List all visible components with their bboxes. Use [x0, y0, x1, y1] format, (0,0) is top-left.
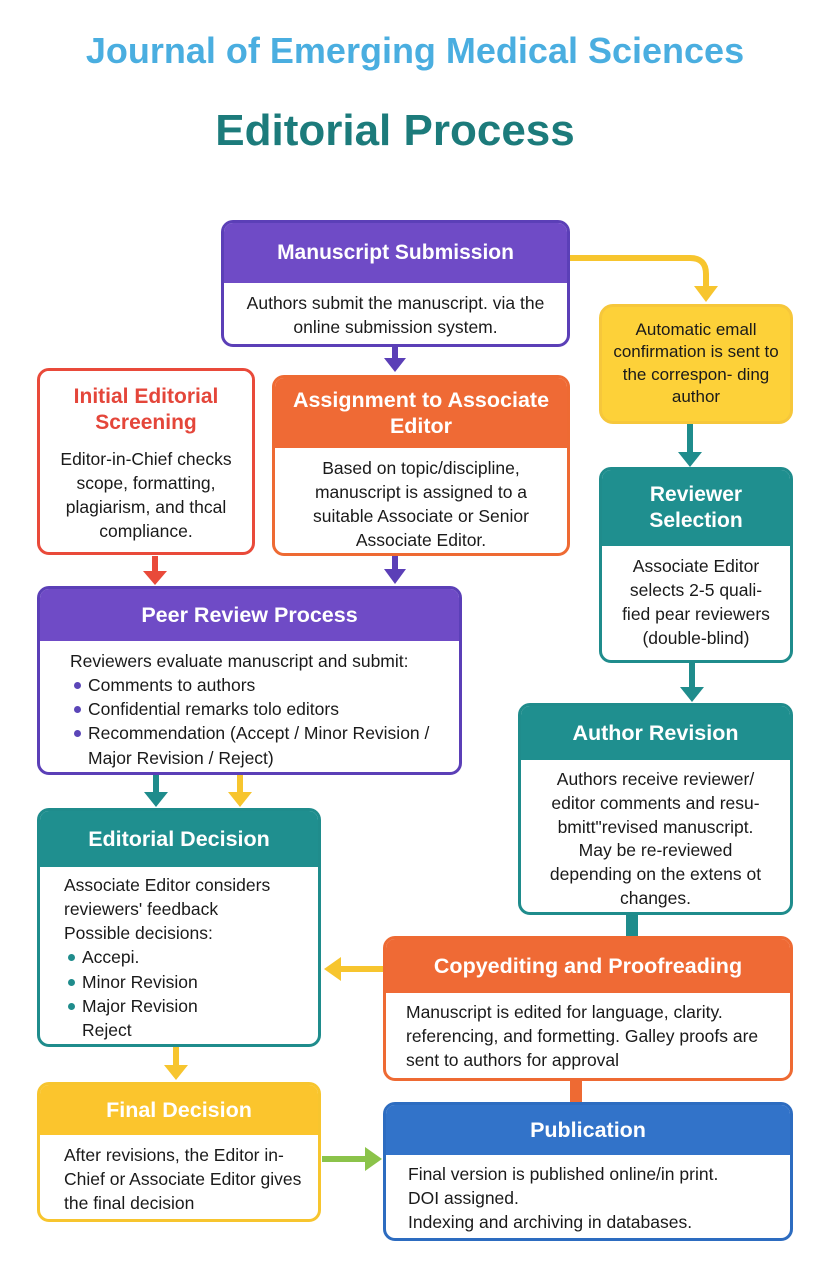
publication-line: DOI assigned.: [408, 1187, 519, 1208]
list-item: Major Revision / Reject): [88, 747, 274, 768]
decision-list: Accepi. Minor Revision Major Revision Re…: [64, 945, 306, 1042]
step-final-decision: Final Decision After revisions, the Edit…: [37, 1082, 321, 1222]
journal-title: Journal of Emerging Medical Sciences: [85, 30, 745, 71]
step-title: Manuscript Submission: [224, 223, 567, 283]
step-description: Editor-in-Chief checks scope, formatting…: [60, 449, 232, 542]
step-title: Copyediting and Proofreading: [386, 939, 790, 993]
arrow-submission-to-email: [570, 255, 709, 290]
step-email-confirmation: Automatic emall confirmation is sent to …: [599, 304, 793, 424]
connector-copyediting-to-publication: [570, 1081, 582, 1103]
list-item: Minor Revision: [64, 970, 306, 994]
step-editorial-decision: Editorial Decision Associate Editor cons…: [37, 808, 321, 1047]
arrow-assignment-to-peer-head: [384, 569, 406, 584]
step-description: Authors submit the manuscript. via the o…: [246, 293, 545, 338]
step-description: Authors receive reviewer/ editor comment…: [549, 769, 762, 908]
step-description: Final version is published online/in pri…: [386, 1155, 790, 1238]
arrow-submission-to-email-head: [694, 286, 718, 302]
step-title: Reviewer Selection: [602, 470, 790, 546]
step-title: Assignment to Associate Editor: [275, 378, 567, 448]
step-initial-screening: Initial Editorial Screening Editor-in-Ch…: [37, 368, 255, 555]
step-title: Final Decision: [40, 1085, 318, 1135]
connector-revision-to-copyediting: [626, 915, 638, 937]
list-item: Confidential remarks tolo editors: [70, 697, 445, 721]
step-assignment: Assignment to Associate Editor Based on …: [272, 375, 570, 556]
arrow-reviewer-to-revision-head: [680, 687, 704, 702]
step-description: Associate Editor selects 2-5 quali- fied…: [622, 556, 770, 649]
step-reviewer-selection: Reviewer Selection Associate Editor sele…: [599, 467, 793, 663]
list-item: Accepi.: [64, 945, 306, 969]
step-description: After revisions, the Editor in-Chief or …: [64, 1145, 302, 1214]
list-item: Reject: [82, 1019, 132, 1040]
list-item: Recommendation (Accept / Minor Revision …: [70, 721, 445, 745]
step-title: Publication: [386, 1105, 790, 1155]
step-author-revision: Author Revision Authors receive reviewer…: [518, 703, 793, 915]
decision-intro: Associate Editor considers reviewers' fe…: [64, 875, 271, 920]
decision-label: Possible decisions:: [64, 923, 213, 944]
step-description: Manuscript is edited for language, clari…: [406, 1002, 759, 1070]
publication-line: Indexing and archiving in databases.: [408, 1211, 693, 1232]
arrow-submission-to-assignment-head: [384, 358, 406, 372]
step-description: Automatic emall confirmation is sent to …: [613, 320, 779, 407]
step-title: Peer Review Process: [40, 589, 459, 641]
step-description: Associate Editor considers reviewers' fe…: [40, 867, 318, 1044]
peer-review-intro: Reviewers evaluate manuscript and submit…: [70, 651, 409, 671]
step-manuscript-submission: Manuscript Submission Authors submit the…: [221, 220, 570, 347]
publication-line: Final version is published online/in pri…: [408, 1164, 719, 1184]
step-description: Reviewers evaluate manuscript and submit…: [40, 641, 459, 772]
peer-review-list: Comments to authors Confidential remarks…: [70, 673, 445, 770]
step-title: Initial Editorial Screening: [40, 371, 252, 443]
page-title: Editorial Process: [215, 106, 575, 155]
arrow-decision-to-final-head: [164, 1065, 188, 1080]
arrow-peer-to-decision-teal-head: [144, 792, 168, 807]
arrow-email-to-reviewer-head: [678, 452, 702, 467]
step-title: Editorial Decision: [40, 811, 318, 867]
step-publication: Publication Final version is published o…: [383, 1102, 793, 1241]
step-description: Based on topic/discipline, manuscript is…: [313, 458, 529, 551]
step-peer-review: Peer Review Process Reviewers evaluate m…: [37, 586, 462, 775]
step-title: Author Revision: [521, 706, 790, 760]
arrow-final-to-publication-head: [365, 1147, 382, 1171]
arrow-copyediting-to-decision-head: [324, 957, 341, 981]
list-item: Comments to authors: [70, 673, 445, 697]
arrow-peer-to-decision-yellow-head: [228, 792, 252, 807]
list-item: Major Revision: [64, 994, 306, 1018]
step-copyediting: Copyediting and Proofreading Manuscript …: [383, 936, 793, 1081]
arrow-screening-to-peer-head: [143, 571, 167, 585]
